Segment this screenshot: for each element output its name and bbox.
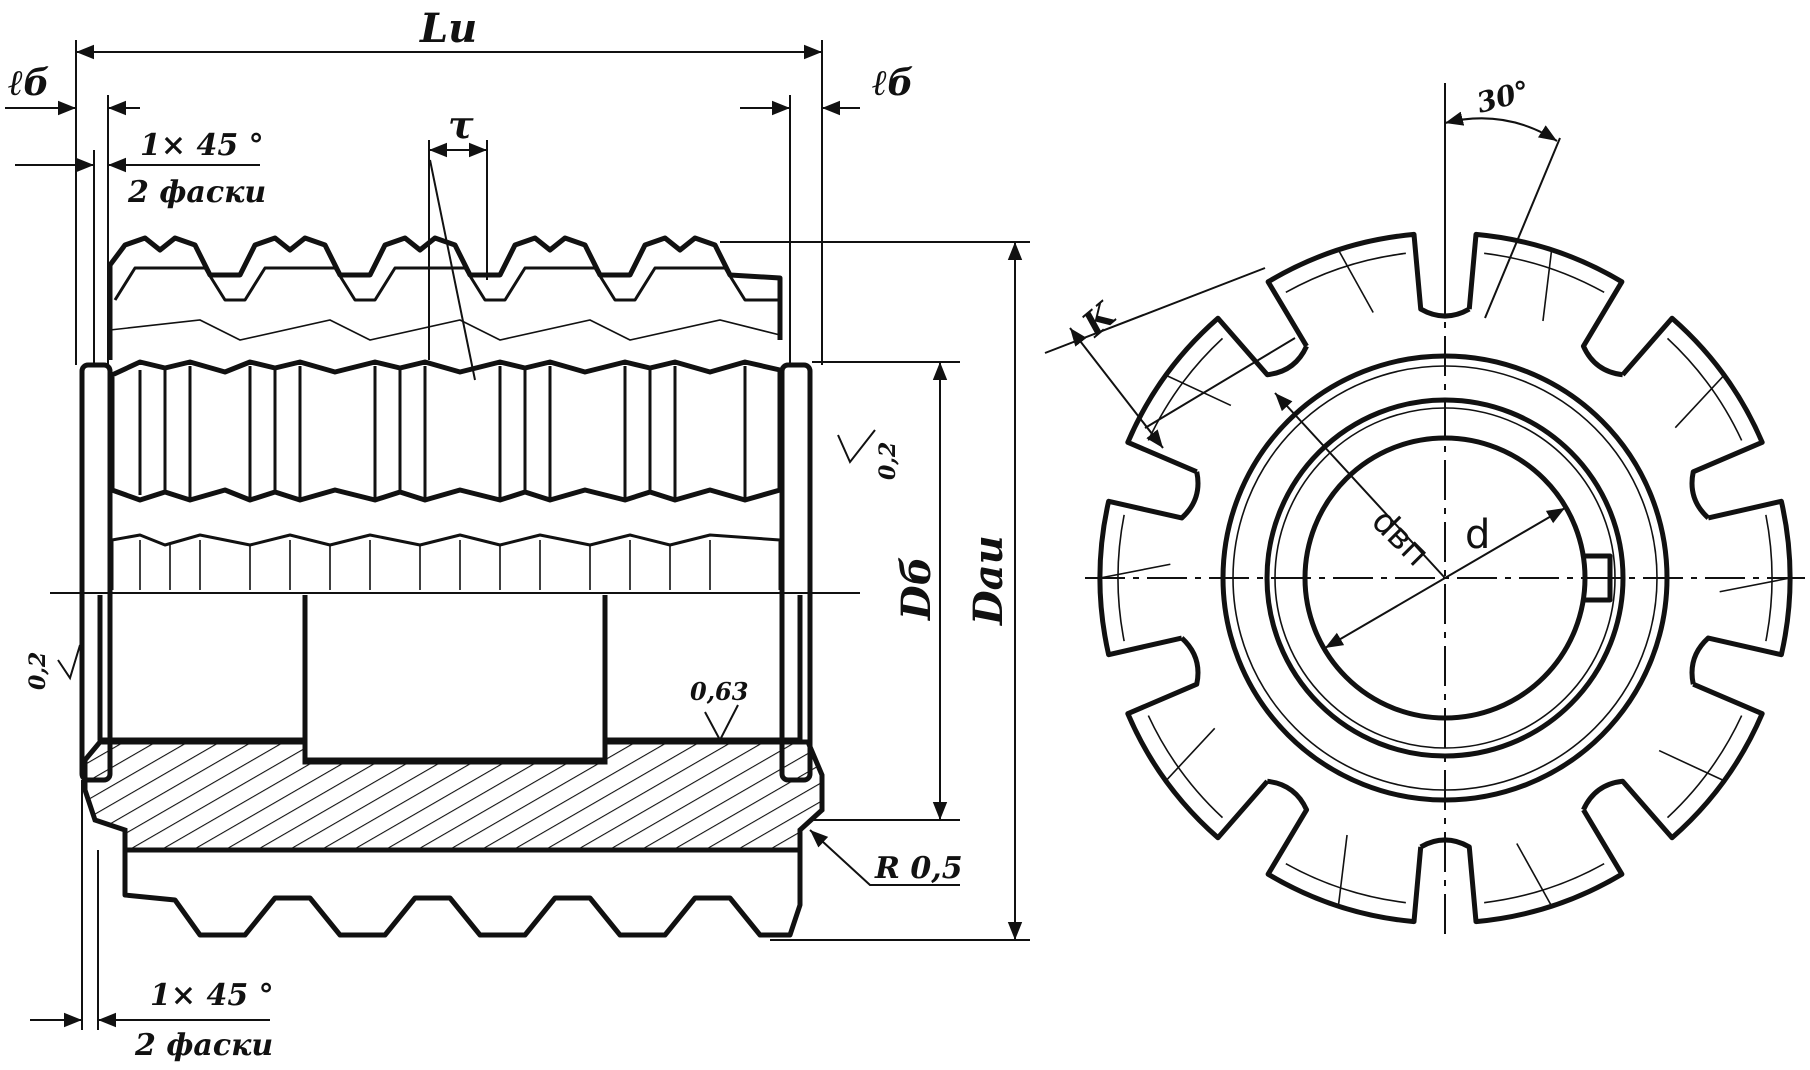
tooth-relief-line [1285,862,1406,904]
tooth-divider-line [1165,727,1216,782]
cutter-tooth [1581,681,1765,841]
cutter-tooth [1689,498,1793,685]
collar-left-label: ℓб [8,62,49,104]
bottom-teeth-profile [122,850,803,938]
hub-circle-outer [1264,397,1626,759]
angle-arm-2 [1484,137,1561,319]
middle-thread-band [109,359,783,503]
tooth-divider-line [1165,374,1232,407]
tooth-relief-line [1147,715,1224,819]
cutter-tooth [1125,636,1270,841]
tooth-relief-line [1285,252,1406,294]
tooth-relief-line [1484,252,1605,294]
cutter-tooth [1097,471,1201,658]
roughness-mark-face [57,644,81,681]
dimension-lines [5,44,1023,1028]
left-collar [79,362,113,783]
collar-right-label: ℓб [872,62,913,104]
tooth-divider-line [1542,249,1553,322]
cutter-tooth [1419,808,1625,925]
tooth-divider-line [1658,749,1725,782]
fillet-radius-label: R 0,5 [874,851,963,886]
bore-circle [1302,435,1588,721]
roughness-collar-label: 0,2 [875,442,901,480]
cutter-tooth [1466,231,1625,378]
k-ext-2 [1144,337,1296,429]
lower-thread-flutes [139,540,711,590]
tooth-divider-line [1337,834,1348,907]
collar-diameter-label: Dб [893,556,940,621]
tooth-divider-line [1337,249,1374,313]
cutter-tooth [1125,315,1309,475]
roughness-bore-label: 0,63 [690,677,748,706]
outer-diameter-label: Dau [965,535,1012,626]
length-label: Lи [419,5,477,52]
roughness-mark-collar [837,429,876,464]
keyway [1582,553,1613,603]
roughness-face-label: 0,2 [25,652,51,690]
top-teeth-profile [107,235,783,360]
pitch-label: τ [448,102,474,147]
top-teeth-root [109,319,781,341]
groove-diameter-label: dвп [1364,501,1437,574]
cutter-tooth [1265,778,1424,925]
tooth-relief-line [1117,514,1125,642]
k-ext-1 [1044,267,1266,354]
roughness-mark-bore [704,704,739,743]
tooth-relief-line [1484,862,1605,904]
hatched-body [82,739,825,853]
cutter-tooth [1265,231,1471,348]
top-teeth-inner [113,266,780,302]
tooth-relief-line [1666,337,1743,441]
thread-flutes [138,366,747,498]
angle-arc [1444,111,1558,142]
tooth-relief-line [1765,514,1773,642]
lower-thread-band [110,533,782,590]
bore-diameter-line [1324,507,1566,649]
tooth-divider-line [1674,374,1725,429]
tooth-relief-line [1666,715,1743,819]
chamfer-bottom-count: 2 фаски [134,1028,273,1063]
chamfer-bottom-size: 1× 45 ° [150,978,274,1013]
chamfer-top-size: 1× 45 ° [140,128,264,163]
side-view: Lи ℓб ℓб τ 1× 45 ° 2 фаски 1× 45 ° 2 фас… [5,5,1030,1063]
bore-diameter-label: d [1465,512,1490,558]
tooth-divider-line [1516,843,1553,907]
tooth-divider-line [1099,563,1171,579]
angle-label: 30° [1473,74,1533,120]
right-collar [779,362,813,783]
groove-circle-inner [1232,365,1658,791]
k-dim-line [1069,327,1164,449]
hub-circle-inner [1274,407,1616,749]
tooth-divider-line [1719,577,1791,593]
chamfer-top-count: 2 фаски [127,175,266,210]
cutter-tooth [1620,315,1765,520]
end-view: 30° K dвп d [1044,74,1805,938]
groove-circle-outer [1220,353,1670,803]
